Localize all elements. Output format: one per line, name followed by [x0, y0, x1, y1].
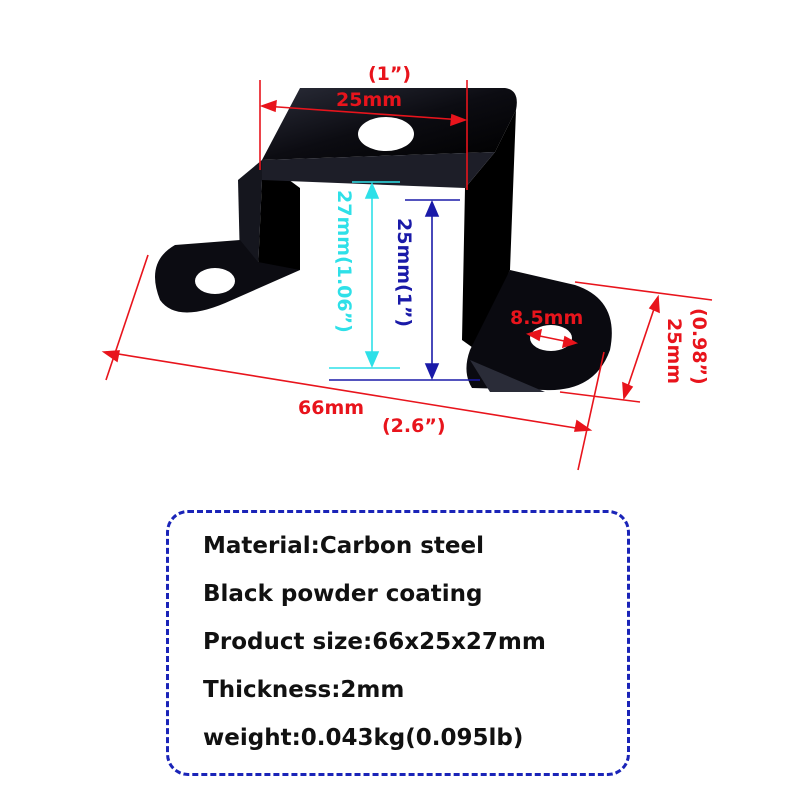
bracket-diagram: (1”) 25mm 27mm(1.06”) 25mm(1”) 8.5mm 25m… [101, 63, 713, 471]
spec-weight: weight:0.043kg(0.095lb) [203, 725, 524, 751]
foot-width-inch-label: (0.98”) [688, 308, 710, 385]
inner-height-blue-label: 25mm(1”) [393, 218, 415, 327]
top-inch-label: (1”) [368, 63, 411, 85]
inner-height-cyan-dimension [329, 181, 400, 369]
hole-label: 8.5mm [510, 307, 583, 329]
total-length-inch-label: (2.6”) [382, 415, 446, 437]
total-length-dimension [101, 254, 605, 471]
top-mm-label: 25mm [336, 89, 402, 111]
spec-coating: Black powder coating [203, 581, 483, 607]
spec-material: Material:Carbon steel [203, 533, 484, 559]
spec-box: Material:Carbon steel Black powder coati… [166, 510, 630, 776]
inner-height-cyan-label: 27mm(1.06”) [333, 190, 355, 333]
spec-thickness: Thickness:2mm [203, 677, 405, 703]
top-width-dimension [259, 80, 468, 190]
left-foot-hole [195, 268, 235, 294]
omega-bracket [155, 88, 612, 392]
inner-height-blue-dimension [329, 199, 480, 381]
hole-dimension [525, 328, 579, 349]
top-hole [358, 117, 414, 151]
total-length-label: 66mm [298, 397, 364, 419]
foot-width-label: 25mm [663, 318, 685, 384]
spec-size: Product size:66x25x27mm [203, 629, 546, 655]
foot-width-dimension [559, 281, 713, 403]
